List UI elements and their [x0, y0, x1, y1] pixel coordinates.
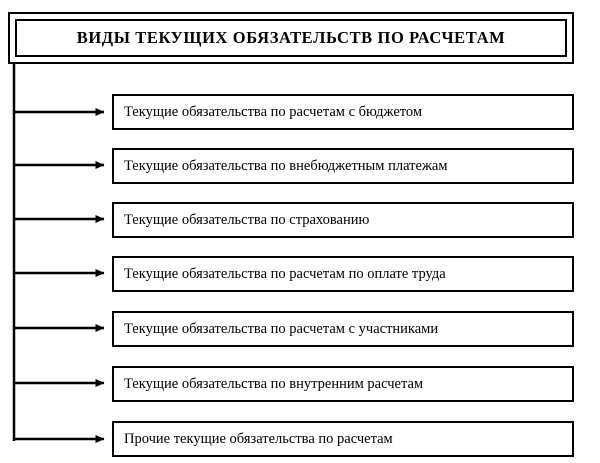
node-label-2: Текущие обязательства по внебюджетным пл…	[124, 157, 448, 174]
node-label-1: Текущие обязательства по расчетам с бюдж…	[124, 103, 423, 120]
node-box-2: Текущие обязательства по внебюджетным пл…	[112, 148, 574, 184]
node-box-1: Текущие обязательства по расчетам с бюдж…	[112, 94, 574, 130]
node-label-7: Прочие текущие обязательства по расчетам	[124, 430, 393, 447]
node-box-4: Текущие обязательства по расчетам по опл…	[112, 256, 574, 292]
node-box-3: Текущие обязательства по страхованию	[112, 202, 574, 238]
node-box-6: Текущие обязательства по внутренним расч…	[112, 366, 574, 402]
diagram-title-box: ВИДЫ ТЕКУЩИХ ОБЯЗАТЕЛЬСТВ ПО РАСЧЕТАМ	[8, 12, 574, 64]
node-label-6: Текущие обязательства по внутренним расч…	[124, 375, 424, 392]
node-box-5: Текущие обязательства по расчетам с учас…	[112, 311, 574, 347]
node-box-7: Прочие текущие обязательства по расчетам	[112, 421, 574, 457]
node-label-4: Текущие обязательства по расчетам по опл…	[124, 265, 446, 282]
diagram-title-inner-border: ВИДЫ ТЕКУЩИХ ОБЯЗАТЕЛЬСТВ ПО РАСЧЕТАМ	[15, 19, 567, 57]
node-label-3: Текущие обязательства по страхованию	[124, 211, 370, 228]
page-title: ВИДЫ ТЕКУЩИХ ОБЯЗАТЕЛЬСТВ ПО РАСЧЕТАМ	[76, 28, 506, 47]
node-label-5: Текущие обязательства по расчетам с учас…	[124, 320, 439, 337]
